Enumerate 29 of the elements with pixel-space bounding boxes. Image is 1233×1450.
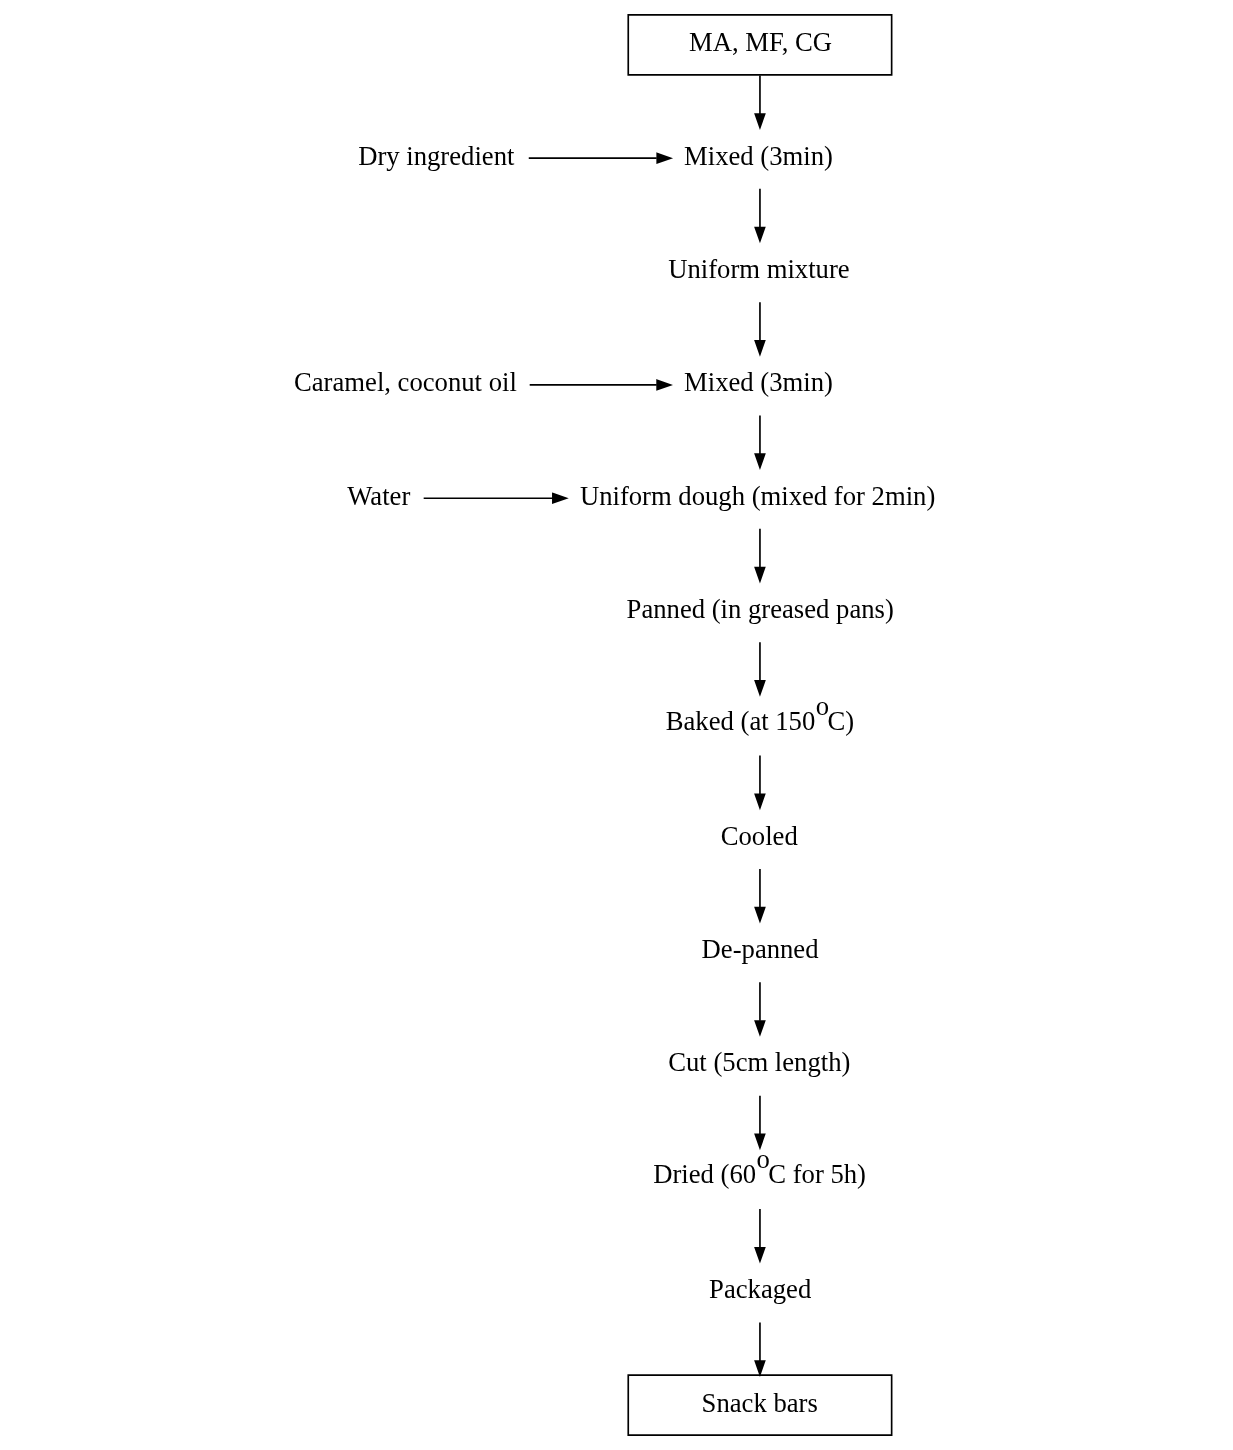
node-text: Packaged (708, 1274, 811, 1305)
arrow (753, 74, 766, 130)
node-text: Mixed (3min) (683, 367, 833, 398)
node-text: Uniform dough (mixed for 2min) (579, 480, 935, 511)
arrow (527, 152, 673, 165)
arrow (753, 981, 766, 1037)
node-text: Mixed (3min) (683, 140, 833, 171)
arrow (753, 528, 766, 584)
arrow (753, 1094, 766, 1151)
arrow (753, 868, 766, 924)
node-text: De-panned (701, 934, 819, 965)
node-box: Snack bars (626, 1374, 892, 1436)
node-text: Cooled (720, 820, 798, 851)
node-text: Caramel, coconut oil (293, 367, 517, 398)
node-text: Water (346, 480, 410, 511)
arrow (753, 1321, 766, 1377)
arrow (753, 301, 766, 357)
arrow (753, 414, 766, 471)
node-text: Panned (in greased pans) (626, 593, 894, 624)
node-text: Cut (5cm length) (667, 1047, 850, 1078)
arrow (753, 641, 766, 697)
node-text: Uniform mixture (667, 253, 850, 284)
arrow (422, 492, 569, 505)
arrow (753, 754, 766, 811)
arrow (528, 379, 673, 391)
arrow (753, 1208, 766, 1264)
arrow (753, 187, 766, 244)
node-text: Dry ingredient (357, 140, 514, 171)
node-box: MA, MF, CG (626, 14, 892, 76)
